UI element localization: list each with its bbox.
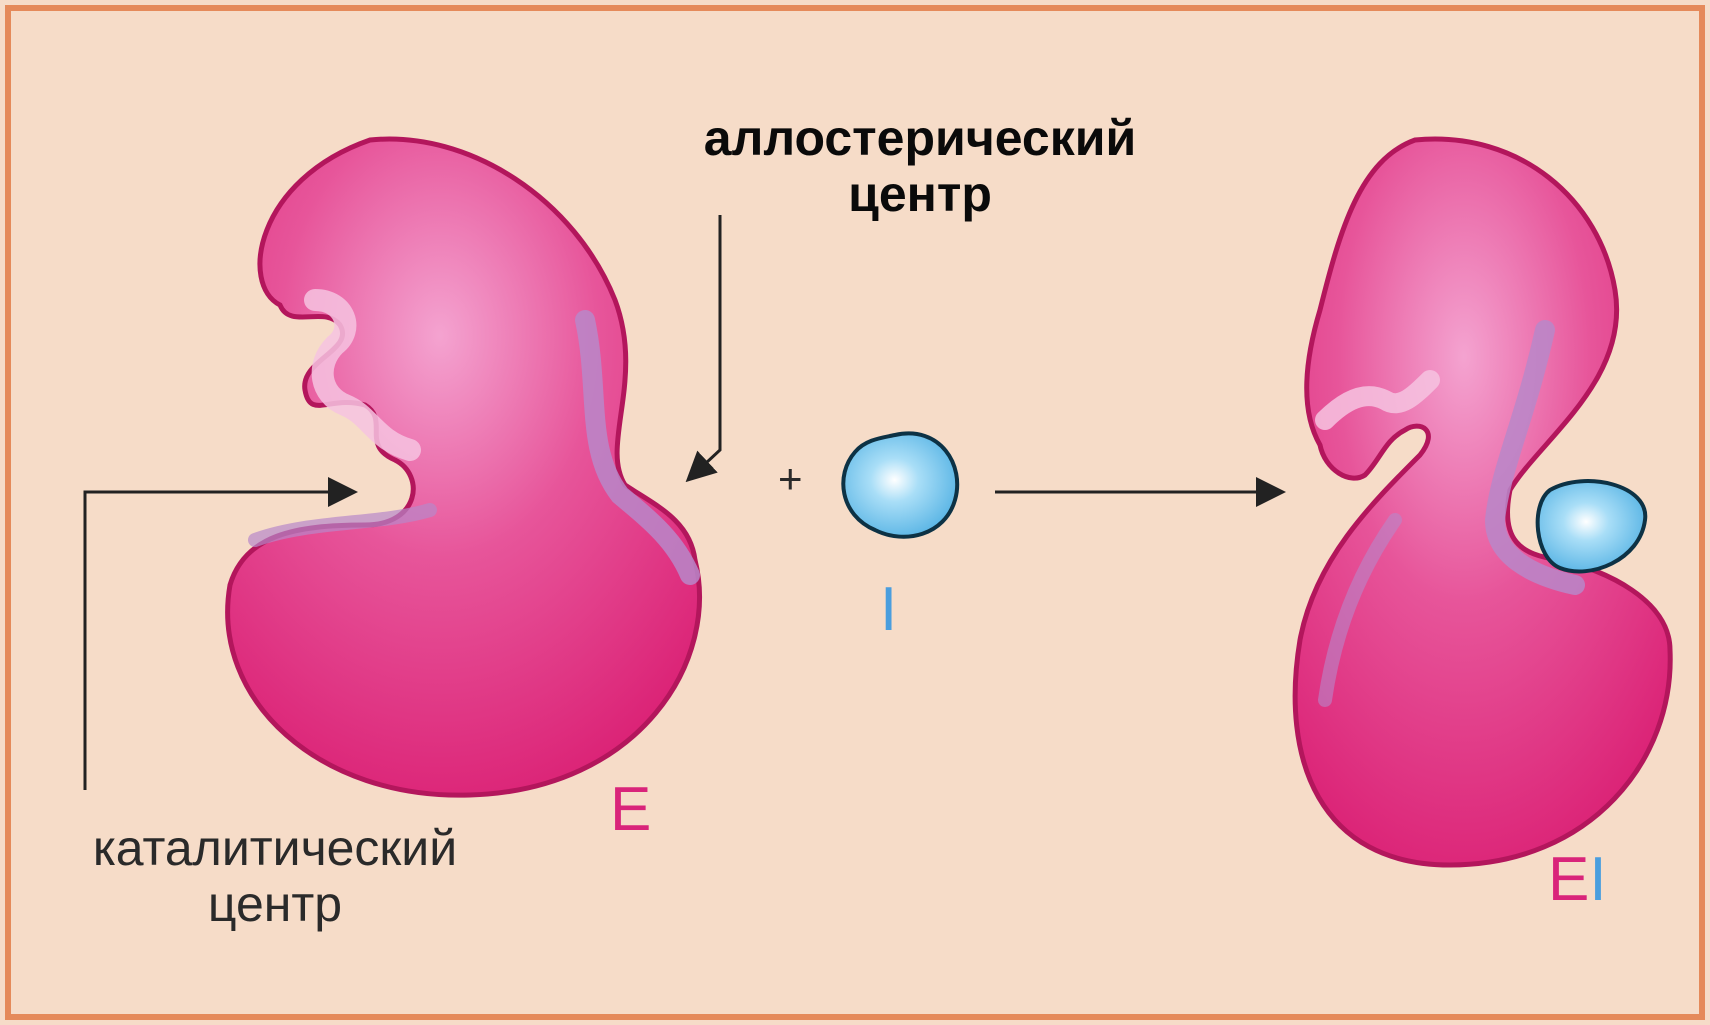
catalytic-center-label: каталитический центр	[40, 820, 510, 932]
enzyme-e-shape	[228, 139, 700, 795]
bound-inhibitor-shape	[1538, 481, 1646, 571]
plus-sign: +	[778, 455, 803, 502]
allosteric-pointer-arrow	[690, 215, 720, 478]
inhibitor-label: I	[880, 575, 897, 644]
inhibitor-i-shape	[843, 433, 957, 536]
complex-enzyme-letter: E	[1548, 845, 1589, 914]
complex-inhibitor-letter: I	[1589, 845, 1606, 914]
allosteric-center-label: аллостерический центр	[640, 110, 1200, 222]
complex-label: EI	[1548, 845, 1607, 914]
enzyme-label: E	[610, 775, 651, 844]
